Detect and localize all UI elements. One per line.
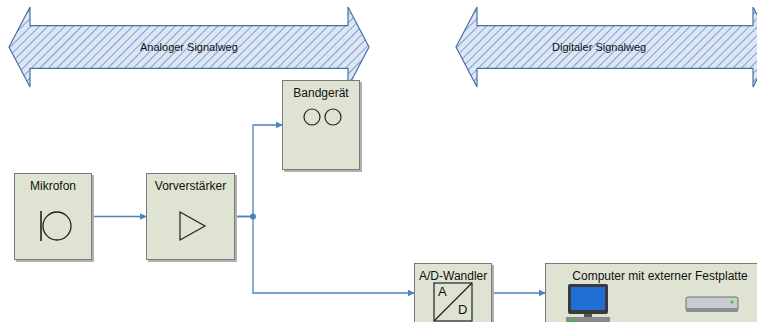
signal-connector	[235, 125, 282, 217]
signal-path-band: Analoger Signalweg	[8, 6, 370, 88]
converter-letter: A	[438, 284, 447, 299]
band-outline	[9, 7, 369, 87]
signal-path-band: Digitaler Signalweg	[455, 6, 757, 88]
box-label: Mikrofon	[15, 174, 91, 193]
band-outline	[456, 7, 757, 87]
box-label: A/D-Wandler	[415, 264, 491, 283]
box-label: Vorverstärker	[147, 174, 234, 193]
device-box: A/D-WandlerAD	[414, 263, 492, 322]
device-box: Computer mit externer Festplatte	[545, 263, 757, 322]
band-label: Digitaler Signalweg	[552, 41, 646, 53]
device-box: Bandgerät	[282, 80, 360, 170]
converter-letter: D	[458, 302, 467, 317]
device-box: Vorverstärker	[146, 173, 235, 260]
box-label: Bandgerät	[283, 81, 359, 100]
device-box: Mikrofon	[14, 173, 92, 260]
band-label: Analoger Signalweg	[140, 41, 238, 53]
signal-connector	[235, 217, 414, 294]
signal-connector	[92, 216, 146, 217]
signal-connector	[492, 292, 545, 293]
box-label: Computer mit externer Festplatte	[546, 264, 757, 283]
